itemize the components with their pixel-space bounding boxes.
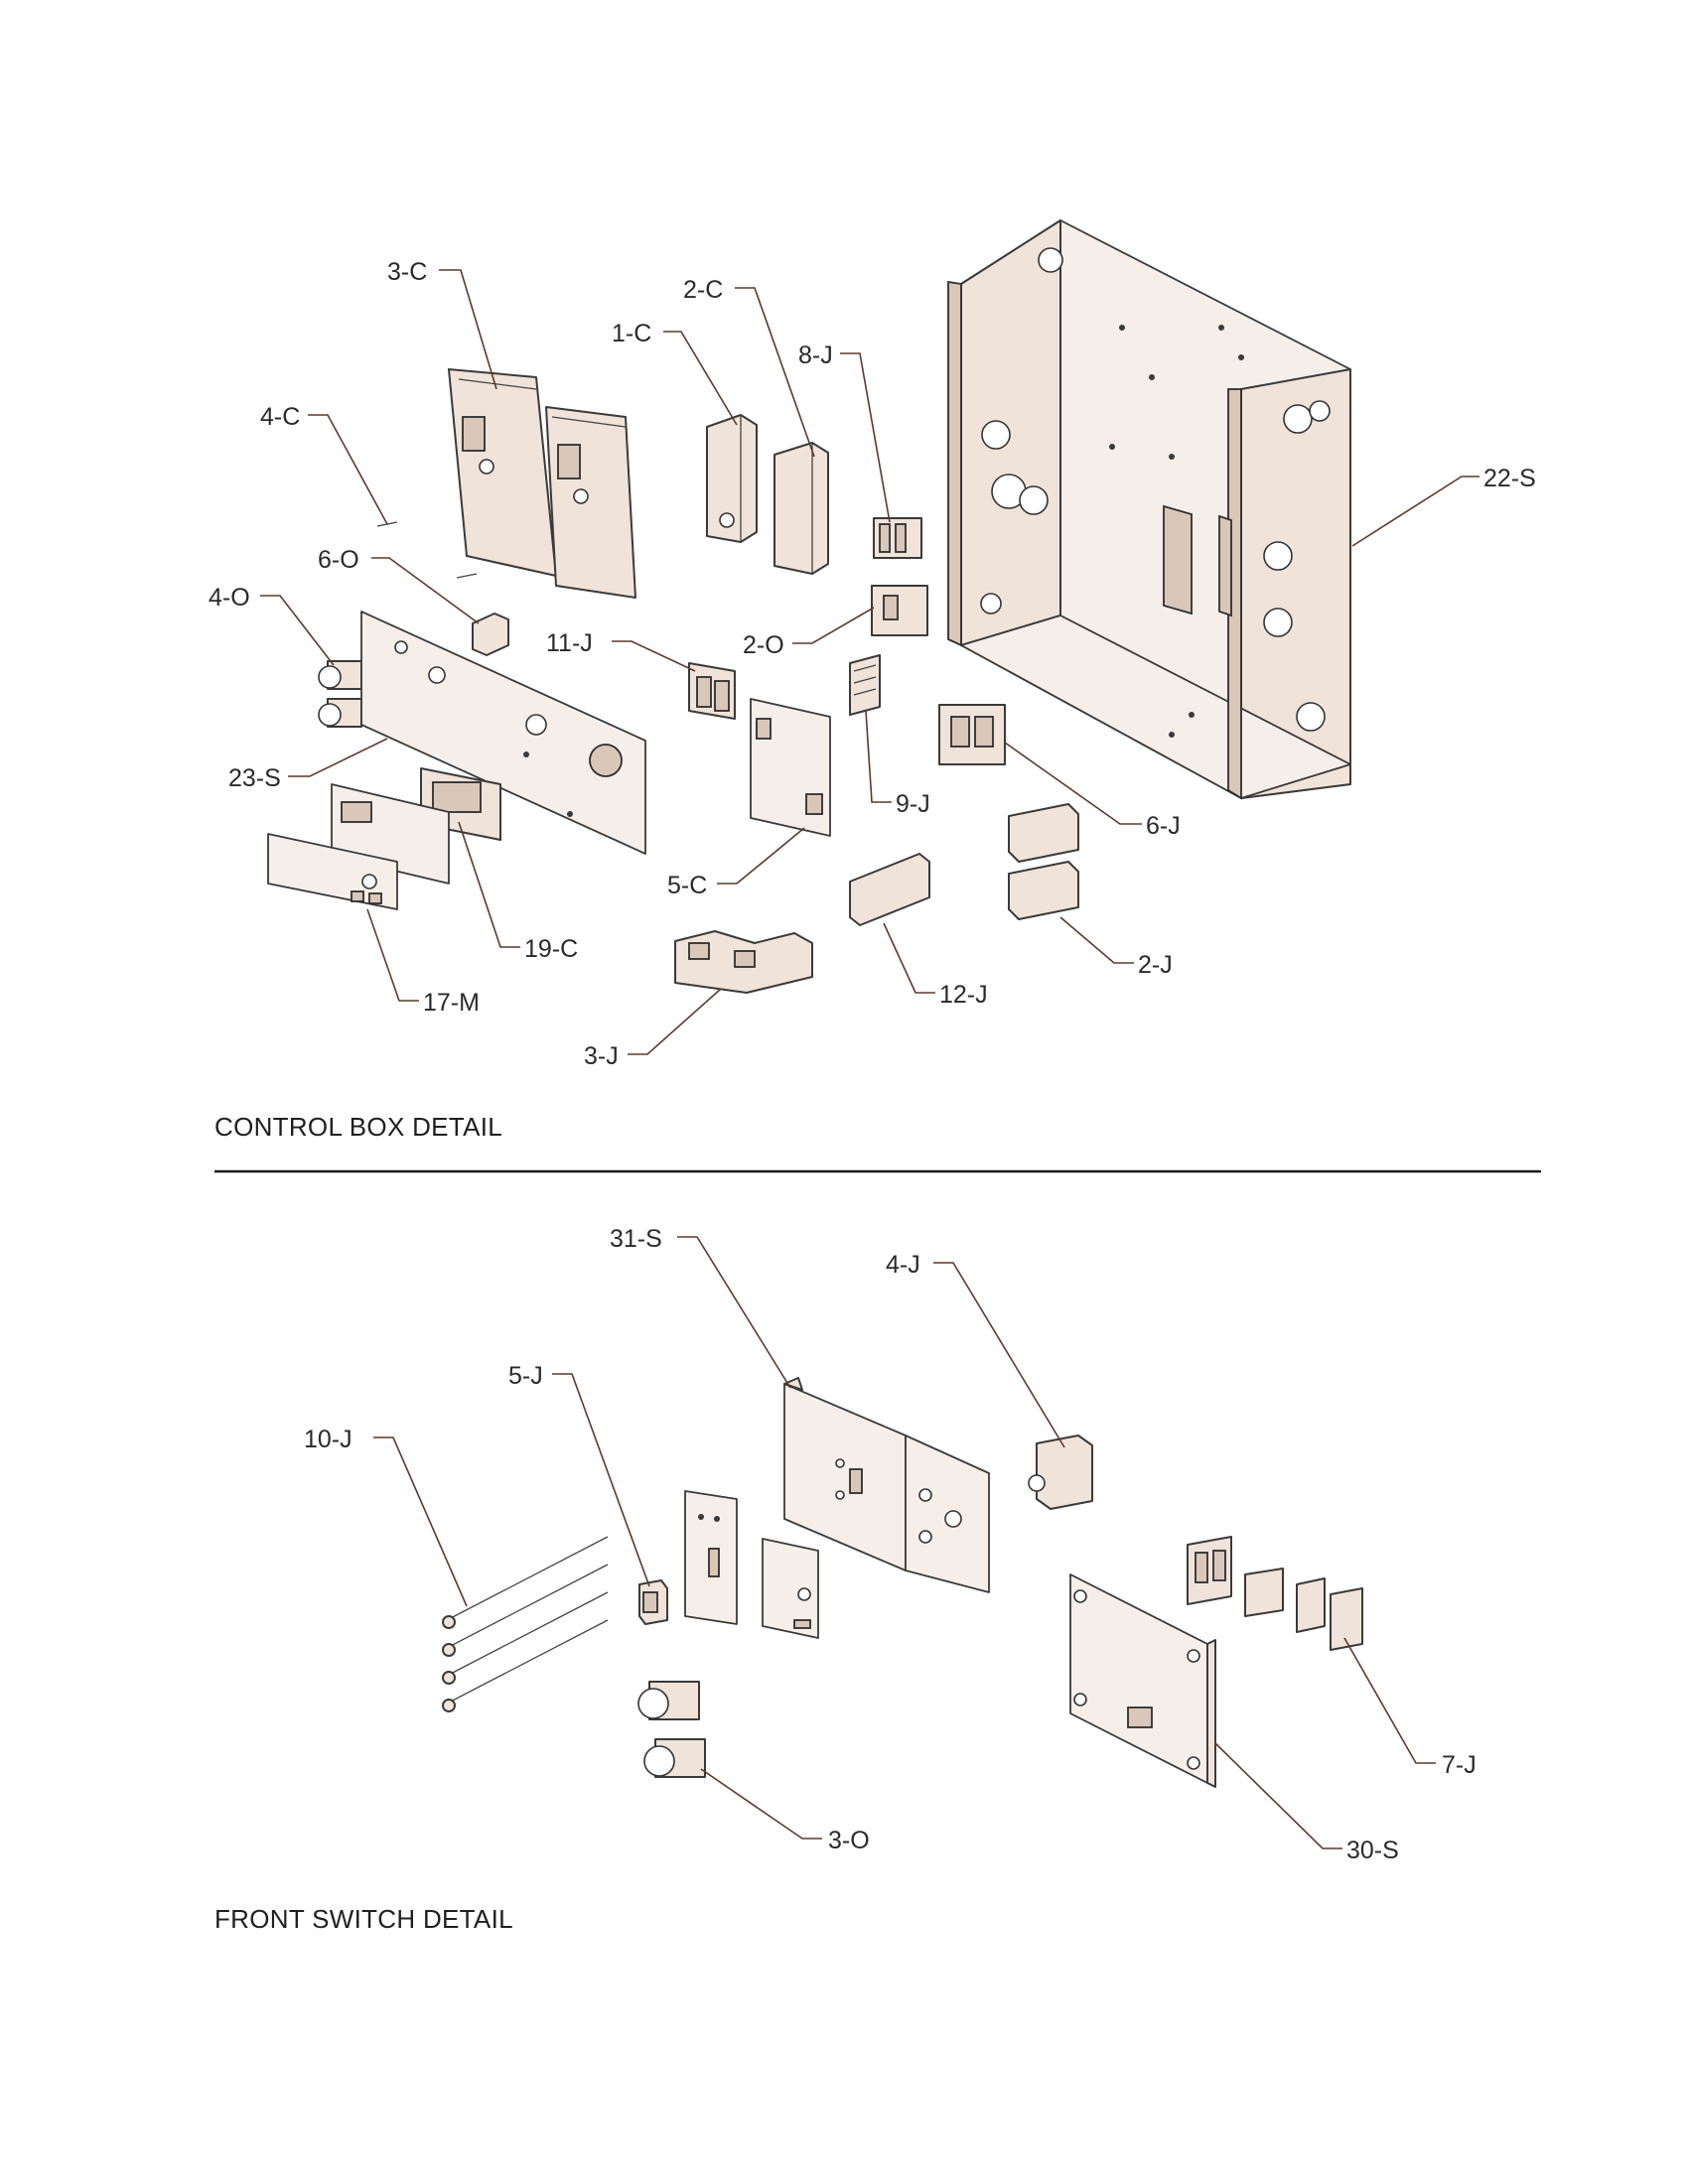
control-box-detail-title: CONTROL BOX DETAIL bbox=[214, 1112, 503, 1142]
terminal-blocks-7j bbox=[1187, 1536, 1363, 1651]
callout-9j: 9-J bbox=[896, 790, 930, 818]
fuse-blocks-3j bbox=[674, 930, 813, 994]
callout-8j: 8-J bbox=[798, 341, 833, 369]
callout-1c: 1-C bbox=[612, 320, 651, 347]
relay-6o bbox=[472, 613, 509, 656]
callout-2c: 2-C bbox=[683, 276, 723, 304]
callout-6j: 6-J bbox=[1146, 812, 1181, 840]
callout-3o: 3-O bbox=[828, 1827, 870, 1854]
terminal-block-8j bbox=[873, 517, 922, 559]
bracket-31s bbox=[783, 1377, 990, 1593]
callout-23s: 23-S bbox=[228, 764, 281, 792]
front-switch-detail-title: FRONT SWITCH DETAIL bbox=[214, 1904, 513, 1934]
terminal-block-11j bbox=[688, 662, 736, 720]
panel-23s bbox=[360, 611, 646, 855]
component-9j bbox=[849, 654, 881, 716]
callout-11j: 11-J bbox=[546, 629, 593, 657]
callout-6o: 6-O bbox=[318, 546, 359, 574]
switches-4o bbox=[318, 660, 362, 728]
callout-30s: 30-S bbox=[1346, 1837, 1399, 1864]
callout-3c: 3-C bbox=[387, 258, 427, 286]
screws-4c bbox=[376, 521, 478, 579]
callout-4j: 4-J bbox=[886, 1251, 920, 1279]
mounting-plate-30s bbox=[1069, 1573, 1216, 1788]
relay-2c bbox=[774, 442, 829, 575]
callout-10j: 10-J bbox=[304, 1426, 352, 1453]
switches-3o bbox=[637, 1681, 706, 1778]
callout-3j: 3-J bbox=[584, 1042, 619, 1070]
faceplate-17m bbox=[267, 783, 450, 910]
callout-22s: 22-S bbox=[1483, 465, 1536, 492]
callout-4c: 4-C bbox=[260, 403, 300, 431]
wire-harness-10j bbox=[442, 1536, 609, 1712]
callout-2o: 2-O bbox=[743, 631, 784, 659]
ignition-controls-3c bbox=[448, 368, 636, 599]
callout-7j: 7-J bbox=[1442, 1751, 1477, 1779]
control-board-5c bbox=[750, 698, 831, 837]
callout-12j: 12-J bbox=[939, 981, 988, 1009]
relay-1c bbox=[706, 414, 758, 543]
din-rail-12j bbox=[849, 853, 930, 926]
callout-4o: 4-O bbox=[209, 584, 250, 612]
callout-5j: 5-J bbox=[508, 1362, 543, 1390]
callout-labels: 3-C 2-C 1-C 8-J 4-C 22-S 6-O 4-O 11-J 2-… bbox=[209, 258, 1536, 1864]
indicator-plate bbox=[762, 1538, 819, 1639]
callout-17m: 17-M bbox=[423, 989, 480, 1017]
transformers-2j bbox=[1008, 803, 1079, 920]
leader-lines bbox=[260, 269, 1479, 1849]
breaker-4j bbox=[1028, 1434, 1093, 1510]
callout-5c: 5-C bbox=[667, 872, 707, 899]
callout-19c: 19-C bbox=[524, 935, 578, 963]
callout-31s: 31-S bbox=[610, 1225, 662, 1253]
switch-5j bbox=[638, 1579, 668, 1625]
control-box-enclosure-22s bbox=[947, 219, 1351, 800]
switch-plate bbox=[684, 1490, 738, 1625]
contactor-2o bbox=[871, 585, 928, 636]
callout-2j: 2-J bbox=[1138, 951, 1173, 979]
contactor-6j bbox=[938, 704, 1006, 765]
